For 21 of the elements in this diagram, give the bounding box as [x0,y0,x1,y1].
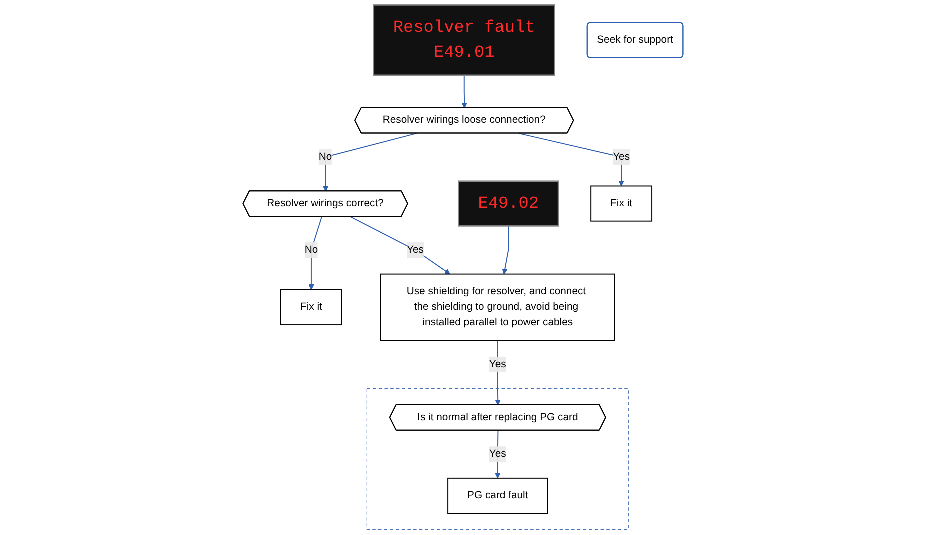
edge-label: Yes [406,244,424,256]
arrow [518,133,624,186]
edge-label: Yes [489,448,506,460]
edge-label: No [304,244,318,256]
node-box [380,274,616,342]
edge-label: Yes [612,151,630,163]
node-box [373,4,556,76]
node-box [447,478,548,514]
node-box [590,186,652,222]
arrow [322,133,418,192]
cluster [366,388,629,530]
node-box [458,180,560,227]
node-box [280,289,342,326]
arrow [350,216,450,275]
arrow [494,430,501,479]
arrow [502,226,509,275]
edge-label: No [318,151,332,163]
arrow [308,216,322,290]
arrow [495,340,501,406]
arrow [462,74,468,108]
edge-label: Yes [489,358,506,370]
